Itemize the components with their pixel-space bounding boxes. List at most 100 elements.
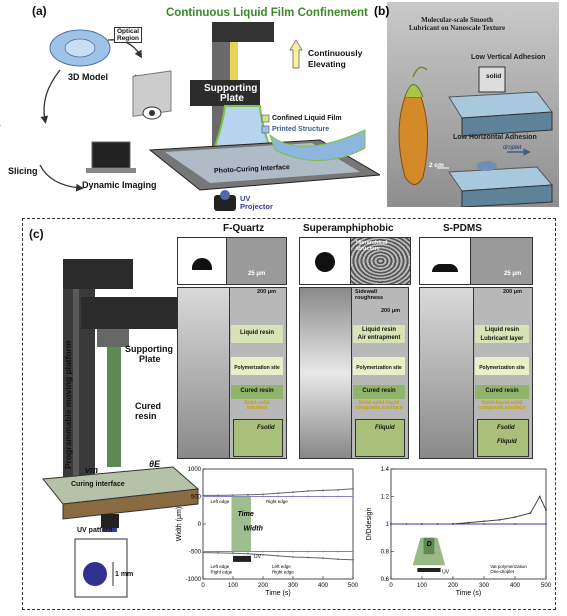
series-2-point-9 bbox=[337, 558, 339, 561]
y-tick-label-2: 1 bbox=[386, 522, 390, 528]
interface-3: Solid-liquid-solid composite interface bbox=[475, 401, 529, 411]
curing-interface-label: Curing interface bbox=[71, 481, 125, 488]
panel-b-illustration bbox=[398, 66, 554, 207]
col-s-pdms: S-PDMS bbox=[443, 223, 482, 234]
series-3-point-6 bbox=[292, 550, 294, 553]
series-0-point-10 bbox=[352, 487, 354, 490]
cycle-arrows bbox=[0, 22, 380, 211]
series-3-point-0 bbox=[202, 550, 204, 553]
scale-200-2: 200 μm bbox=[381, 308, 400, 314]
panel-a-letter: (a) bbox=[32, 4, 47, 18]
x-tick-label-0: 0 bbox=[201, 583, 205, 589]
series-0-point-3 bbox=[247, 493, 249, 496]
series-0-point-11 bbox=[545, 509, 547, 512]
theta-label: θE bbox=[149, 459, 161, 469]
y-tick-label-3: 500 bbox=[191, 495, 202, 501]
solid-label: solid bbox=[486, 73, 502, 80]
series-3-point-4 bbox=[262, 550, 264, 553]
y-tick-label-1: -500 bbox=[189, 550, 202, 556]
y-tick-label-2: 0 bbox=[198, 522, 202, 528]
lubricant-layer: Lubricant layer bbox=[480, 336, 524, 342]
series-0-point-5 bbox=[277, 492, 279, 495]
interface-3b: composite interface bbox=[478, 405, 526, 411]
x-tick-label-1: 100 bbox=[228, 583, 239, 589]
series-2-point-3 bbox=[247, 552, 249, 555]
c-supporting-plate: Supporting Plate bbox=[125, 344, 173, 364]
uv-pattern-label: UV pattern bbox=[77, 527, 113, 534]
series-2-point-6 bbox=[292, 556, 294, 558]
interface-3a: Solid-liquid-solid bbox=[481, 400, 523, 406]
c-cured-resin: Cured resin bbox=[135, 401, 161, 421]
cured-resin-1: Cured resin bbox=[240, 388, 274, 394]
series-1-point-4 bbox=[262, 495, 264, 498]
force-3 bbox=[477, 419, 529, 457]
air-entrapment: Air entrapment bbox=[357, 335, 401, 341]
chart2-legend-2: One-droplet bbox=[490, 569, 515, 574]
poly-site-3: Polymerization site bbox=[479, 365, 525, 371]
series-1-point-7 bbox=[307, 495, 309, 498]
series-2-point-8 bbox=[322, 557, 324, 559]
series-0-point-9 bbox=[529, 512, 532, 514]
chart1-legend-1: Left edge bbox=[211, 564, 230, 569]
chart1-legend-3: Left edge bbox=[272, 564, 291, 569]
series-1-point-4 bbox=[514, 523, 516, 525]
sidewall-label: Sidewall roughness bbox=[355, 289, 383, 301]
series-0-point-2 bbox=[232, 494, 234, 497]
c-supporting-line1: Supporting bbox=[125, 344, 173, 354]
uv-line2: Projector bbox=[240, 202, 273, 211]
x-axis-label: Time (s) bbox=[456, 590, 481, 597]
x-tick-label-0: 0 bbox=[389, 583, 393, 589]
panel-b-letter: (b) bbox=[374, 4, 390, 18]
optical-region-line1: Optical bbox=[117, 28, 140, 35]
uv-projector-label: UV Projector bbox=[240, 195, 273, 211]
series-1-point-1 bbox=[421, 523, 423, 525]
hier-line1: Hierarchical bbox=[356, 240, 388, 246]
series-1-point-0 bbox=[390, 523, 392, 525]
series-2-point-7 bbox=[307, 556, 309, 559]
elevating-label: Elevating bbox=[308, 59, 346, 69]
series-2-point-10 bbox=[352, 558, 354, 561]
series-0-point-8 bbox=[322, 489, 324, 492]
cured-line2: resin bbox=[135, 411, 157, 421]
series-1-point-5 bbox=[545, 523, 547, 525]
chart1-left-edge: Left edge bbox=[211, 499, 230, 504]
plot-frame bbox=[202, 468, 354, 580]
col-f-quartz: F-Quartz bbox=[223, 223, 265, 234]
interface-2b: composite interface bbox=[355, 405, 403, 411]
panel-a: (a) Continuous Liquid Film Confinement bbox=[0, 0, 380, 215]
sem-f-quartz: 25 μm bbox=[177, 237, 287, 285]
chart1-width-label: Width bbox=[244, 526, 263, 533]
x-tick-label-2: 200 bbox=[258, 583, 269, 589]
chart1-legend-2: Right edge bbox=[211, 570, 233, 575]
title-line2: Lubricant on Nanoscale Texture bbox=[409, 24, 506, 32]
series-3-point-1 bbox=[217, 550, 219, 553]
vm-label: vm bbox=[85, 465, 99, 475]
series-3-point-7 bbox=[307, 550, 309, 553]
series-0-point-10 bbox=[538, 495, 541, 498]
chart2-inset-body bbox=[423, 537, 435, 555]
y-tick-label-3: 1.2 bbox=[381, 495, 390, 501]
col-superamphiphobic: Superamphiphobic bbox=[303, 223, 394, 234]
sidewall-line2: roughness bbox=[355, 295, 384, 301]
y-axis-label: D/Ddesign bbox=[366, 508, 373, 541]
series-0-point-5 bbox=[467, 521, 470, 524]
series-0-point-8 bbox=[514, 516, 516, 519]
supporting-line2: Plate bbox=[220, 93, 244, 104]
scale-200-1: 200 μm bbox=[257, 289, 276, 295]
chart1-uv-bar bbox=[233, 555, 251, 562]
f-solid-3: Fsolid bbox=[497, 425, 515, 431]
liquid-resin-2: Liquid resin bbox=[361, 327, 396, 333]
x-tick-label-3: 300 bbox=[479, 583, 490, 589]
series-1-point-1 bbox=[217, 495, 219, 498]
cured-line1: Cured bbox=[135, 401, 162, 411]
series-0-point-7 bbox=[498, 518, 501, 521]
f-solid-1: Fsolid bbox=[257, 425, 275, 431]
liquid-resin-1: Liquid resin bbox=[239, 330, 274, 336]
legend-structure: Printed Structure bbox=[272, 126, 330, 133]
chart2-uv-bar bbox=[417, 568, 441, 572]
series-3-point-10 bbox=[352, 550, 354, 553]
y-tick-label-4: 1.4 bbox=[381, 467, 390, 473]
series-1-point-6 bbox=[292, 495, 294, 498]
